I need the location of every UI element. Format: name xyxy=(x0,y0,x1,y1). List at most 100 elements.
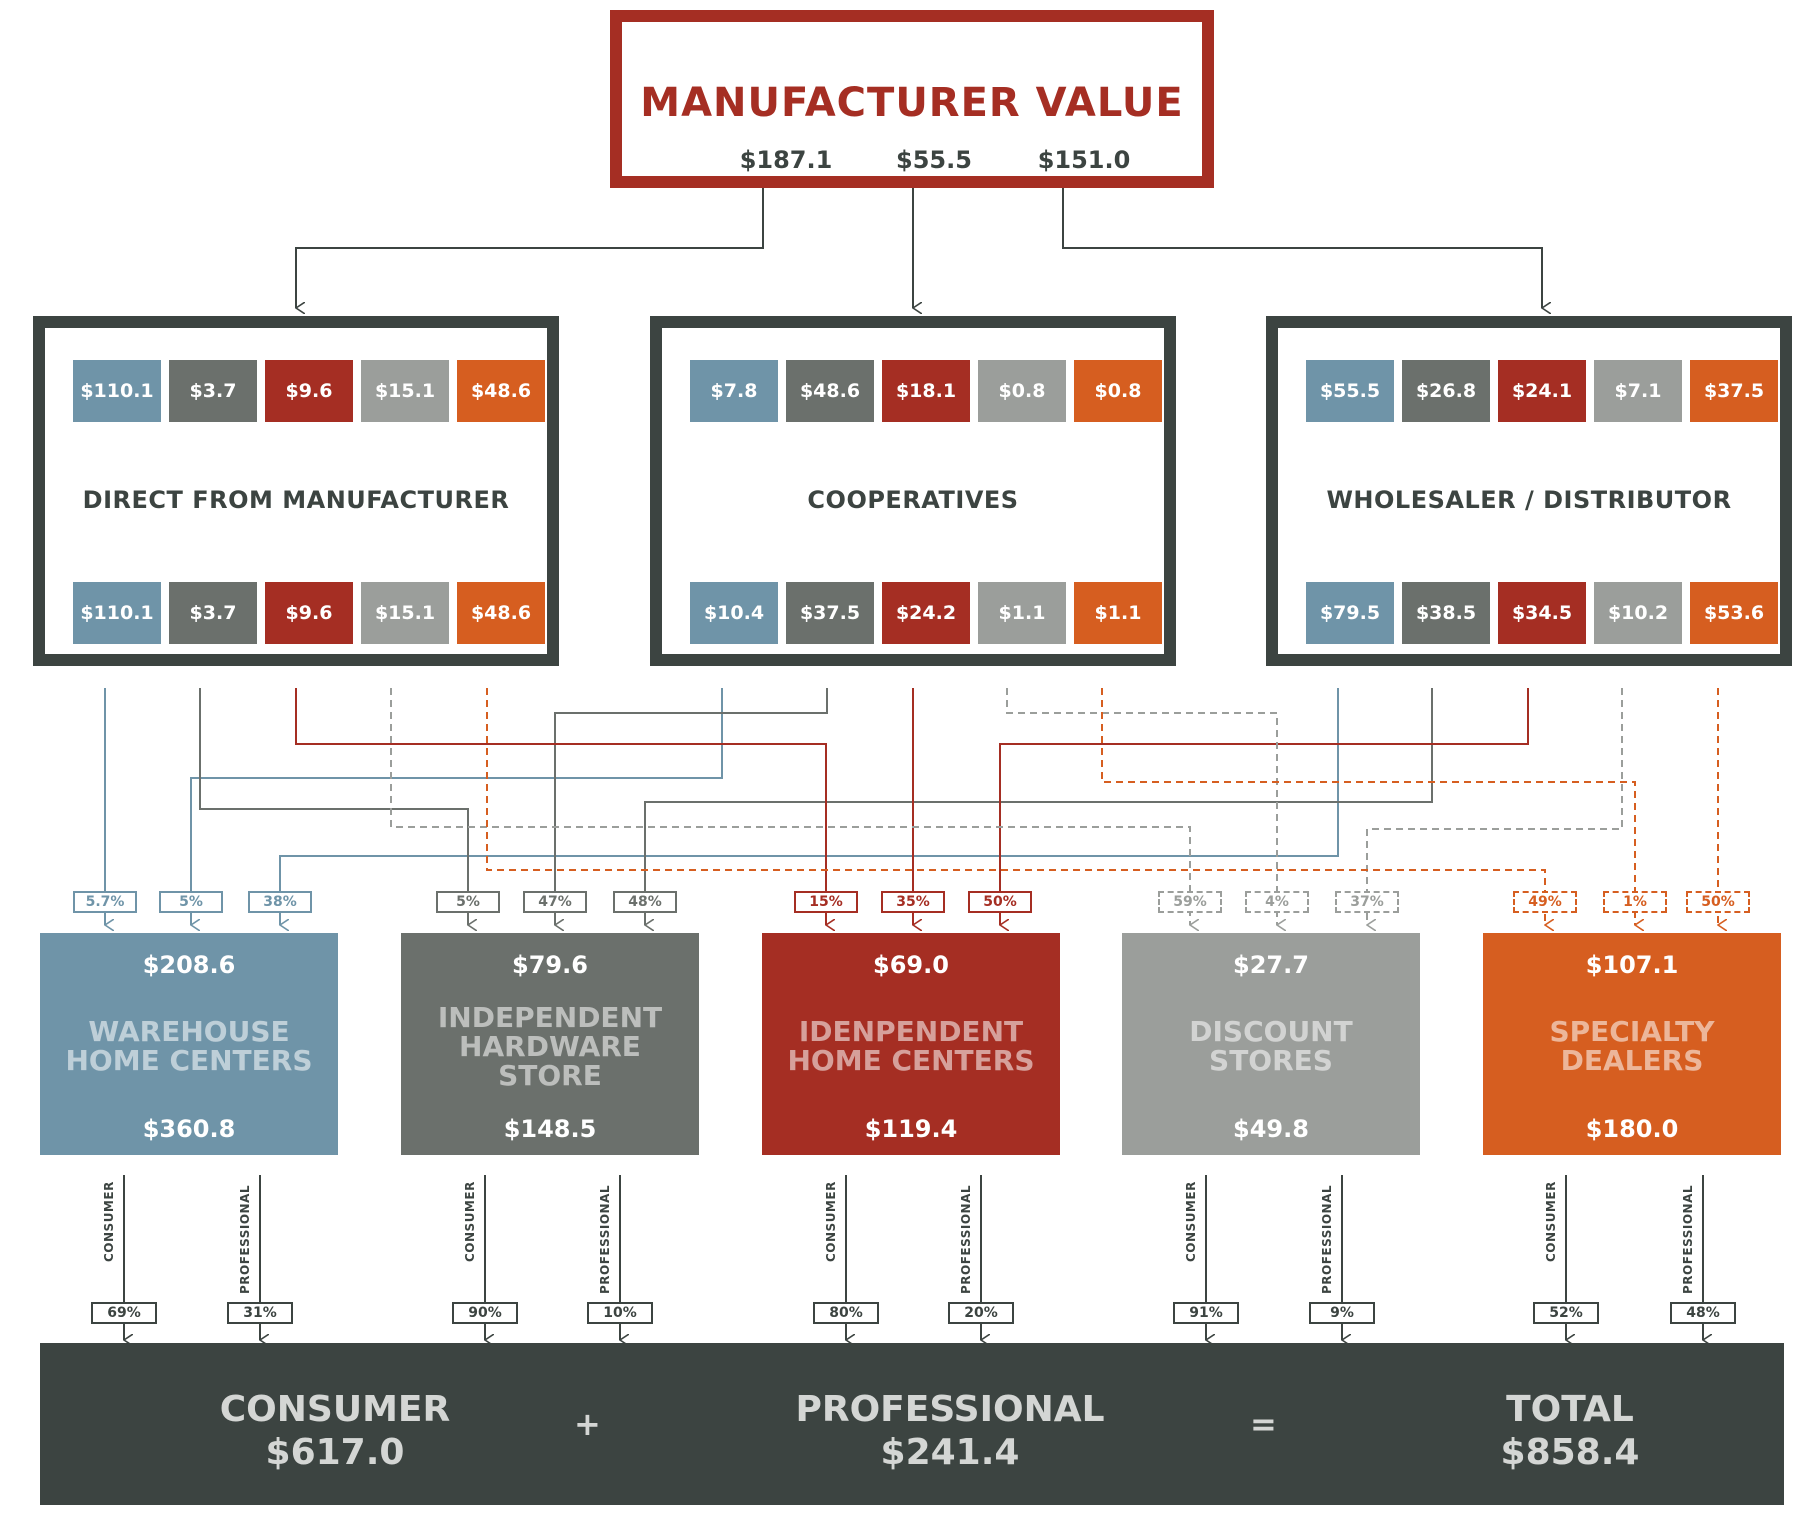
share-tag: 5% xyxy=(436,891,500,913)
channel-value-chip: $18.1 xyxy=(882,360,970,422)
channel-value-chip: $37.5 xyxy=(1690,360,1778,422)
summary-plus: + xyxy=(574,1405,601,1443)
channel-value-chip: $24.2 xyxy=(882,582,970,644)
summary-bar: CONSUMER$617.0 + PROFESSIONAL$241.4 = TO… xyxy=(40,1343,1784,1505)
connector-line xyxy=(295,188,764,308)
connector-line xyxy=(390,688,1190,925)
channel-value-chip: $37.5 xyxy=(786,582,874,644)
channel-value-chip: $24.1 xyxy=(1498,360,1586,422)
channel-value-chip: $26.8 xyxy=(1402,360,1490,422)
connector-line xyxy=(1006,688,1277,925)
connector-line xyxy=(295,688,826,925)
retailer-bottom-value: $360.8 xyxy=(142,1115,236,1143)
retailer-top-value: $27.7 xyxy=(1233,951,1309,979)
summary-professional: PROFESSIONAL$241.4 xyxy=(795,1389,1105,1473)
retailer-top-value: $208.6 xyxy=(142,951,236,979)
channel-value-chip: $10.2 xyxy=(1594,582,1682,644)
professional-percent: 10% xyxy=(587,1302,653,1324)
channel-value-chip: $1.1 xyxy=(1074,582,1162,644)
consumer-percent: 80% xyxy=(813,1302,879,1324)
consumer-percent: 90% xyxy=(452,1302,518,1324)
channel-value-chip: $3.7 xyxy=(169,582,257,644)
channel-value-chip: $48.6 xyxy=(457,582,545,644)
connector-line xyxy=(199,688,468,925)
connector-line xyxy=(644,688,1433,925)
retailer-bottom-value: $49.8 xyxy=(1233,1115,1309,1143)
summary-total: TOTAL$858.4 xyxy=(1500,1389,1640,1473)
retailer-top-value: $69.0 xyxy=(873,951,949,979)
professional-label: PROFESSIONAL xyxy=(1320,1184,1334,1294)
channel-value-chip: $9.6 xyxy=(265,360,353,422)
consumer-label: CONSUMER xyxy=(463,1181,477,1262)
share-tag: 5% xyxy=(159,891,223,913)
share-tag: 48% xyxy=(613,891,677,913)
connector-line xyxy=(190,688,723,925)
share-tag: 50% xyxy=(1686,891,1750,913)
channel-value-chip: $15.1 xyxy=(361,360,449,422)
consumer-label: CONSUMER xyxy=(824,1181,838,1262)
consumer-percent: 69% xyxy=(91,1302,157,1324)
connector-line xyxy=(1062,188,1542,308)
professional-percent: 9% xyxy=(1309,1302,1375,1324)
channel-title: WHOLESALER / DISTRIBUTOR xyxy=(1326,486,1732,514)
channel-value-chip: $48.6 xyxy=(786,360,874,422)
professional-percent: 20% xyxy=(948,1302,1014,1324)
channel-title: DIRECT FROM MANUFACTURER xyxy=(82,486,510,514)
channel-value-chip: $10.4 xyxy=(690,582,778,644)
channel-value-chip: $1.1 xyxy=(978,582,1066,644)
share-tag: 37% xyxy=(1335,891,1399,913)
channel-value-chip: $0.8 xyxy=(978,360,1066,422)
manufacturer-value-direct: $187.1 xyxy=(739,146,833,174)
channel-value-chip: $55.5 xyxy=(1306,360,1394,422)
professional-label: PROFESSIONAL xyxy=(598,1184,612,1294)
channel-wholesaler: WHOLESALER / DISTRIBUTOR $55.5$26.8$24.1… xyxy=(1266,316,1792,666)
share-tag: 1% xyxy=(1603,891,1667,913)
channel-value-chip: $0.8 xyxy=(1074,360,1162,422)
manufacturer-title: MANUFACTURER VALUE xyxy=(640,80,1184,126)
consumer-label: CONSUMER xyxy=(1184,1181,1198,1262)
share-tag: 35% xyxy=(881,891,945,913)
professional-label: PROFESSIONAL xyxy=(238,1184,252,1294)
consumer-percent: 91% xyxy=(1173,1302,1239,1324)
connector-line xyxy=(1366,688,1623,925)
professional-label: PROFESSIONAL xyxy=(959,1184,973,1294)
connector-line xyxy=(486,688,1545,925)
channel-cooperatives: COOPERATIVES $7.8$48.6$18.1$0.8$0.8$10.4… xyxy=(650,316,1176,666)
channel-value-chip: $110.1 xyxy=(73,360,161,422)
share-tag: 47% xyxy=(523,891,587,913)
consumer-percent: 52% xyxy=(1533,1302,1599,1324)
channel-value-chip: $9.6 xyxy=(265,582,353,644)
share-tag: 50% xyxy=(968,891,1032,913)
retailer-top-value: $79.6 xyxy=(512,951,588,979)
summary-equals: = xyxy=(1250,1405,1277,1443)
retailer-bottom-value: $180.0 xyxy=(1585,1115,1679,1143)
channel-value-chip: $38.5 xyxy=(1402,582,1490,644)
share-tag: 38% xyxy=(248,891,312,913)
professional-label: PROFESSIONAL xyxy=(1681,1184,1695,1294)
manufacturer-value-coop: $55.5 xyxy=(896,146,972,174)
share-tag: 5.7% xyxy=(73,891,137,913)
professional-percent: 31% xyxy=(227,1302,293,1324)
manufacturer-box: MANUFACTURER VALUE $187.1 $55.5 $151.0 xyxy=(610,10,1214,188)
channel-value-chip: $34.5 xyxy=(1498,582,1586,644)
channel-value-chip: $7.1 xyxy=(1594,360,1682,422)
channel-value-chip: $7.8 xyxy=(690,360,778,422)
professional-percent: 48% xyxy=(1670,1302,1736,1324)
connector-line xyxy=(1101,688,1635,925)
channel-value-chip: $53.6 xyxy=(1690,582,1778,644)
share-tag: 49% xyxy=(1513,891,1577,913)
channel-title: COOPERATIVES xyxy=(807,486,1019,514)
channel-value-chip: $15.1 xyxy=(361,582,449,644)
share-tag: 59% xyxy=(1158,891,1222,913)
connector-line xyxy=(999,688,1529,925)
retailer-top-value: $107.1 xyxy=(1585,951,1679,979)
channel-value-chip: $79.5 xyxy=(1306,582,1394,644)
